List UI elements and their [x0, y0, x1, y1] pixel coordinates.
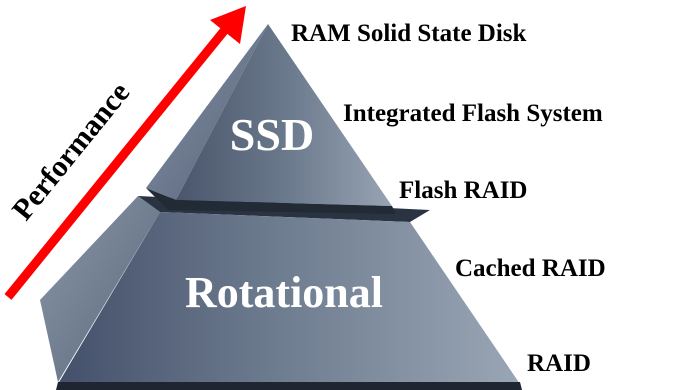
ssd-tier-left-face	[146, 24, 268, 200]
performance-arrow-shaft	[4, 23, 232, 300]
label-raid: RAID	[527, 350, 591, 377]
performance-arrow	[4, 6, 246, 300]
label-ram-solid-state-disk: RAM Solid State Disk	[291, 20, 527, 47]
ssd-tier-front-face	[176, 24, 392, 206]
rotational-tier-left-face	[40, 196, 160, 382]
rotational-tier-base	[56, 382, 522, 390]
label-cached-raid: Cached RAID	[455, 255, 606, 282]
ssd-tier-base	[146, 188, 396, 214]
label-flash-raid: Flash RAID	[399, 177, 528, 204]
ssd-tier	[146, 24, 396, 214]
ssd-tier-label: SSD	[230, 109, 314, 160]
performance-arrow-label: Performance	[6, 76, 136, 226]
rotational-tier-front-face	[58, 212, 520, 384]
performance-arrow-head	[210, 6, 246, 44]
label-integrated-flash-system: Integrated Flash System	[343, 100, 603, 127]
rotational-tier-label: Rotational	[185, 268, 383, 317]
